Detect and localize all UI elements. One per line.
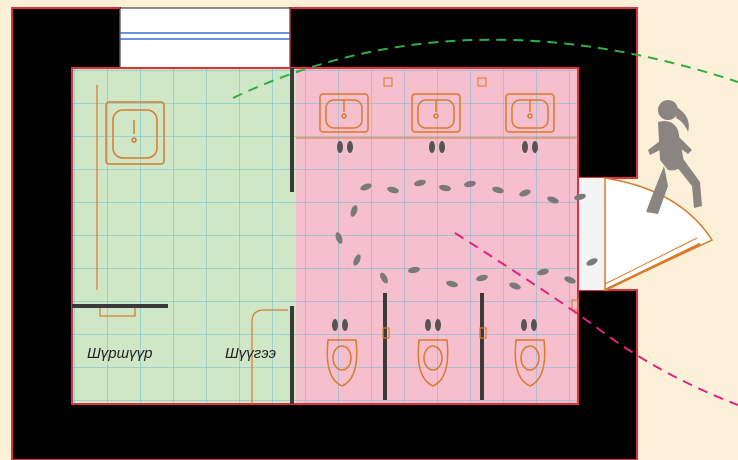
- magenta-dashed-arc: [454, 232, 738, 406]
- mirror-marker: [477, 77, 487, 87]
- green-dashed-arc: [232, 38, 738, 99]
- door-swing-icon: [604, 177, 714, 292]
- sink-icon: [319, 93, 369, 133]
- stall-door-hinge: [479, 327, 487, 339]
- toilet-icon: [514, 339, 546, 387]
- stall-door-hinge: [382, 327, 390, 339]
- toilet-icon: [417, 339, 449, 387]
- shower-label: Шүршүүр: [87, 345, 153, 362]
- window-opening: [119, 7, 291, 69]
- stall-door-hinge: [571, 299, 579, 311]
- footprint-icon: [332, 141, 538, 331]
- dressing-label: Шүүгээ: [225, 345, 276, 362]
- sink-icon: [105, 101, 165, 165]
- mirror-marker: [383, 77, 393, 87]
- shower-tray: [99, 308, 136, 317]
- toilet-icon: [326, 339, 358, 387]
- child-running-icon: [646, 100, 702, 214]
- locker-outline: [251, 309, 288, 404]
- sink-icon: [505, 93, 555, 133]
- sink-icon: [411, 93, 461, 133]
